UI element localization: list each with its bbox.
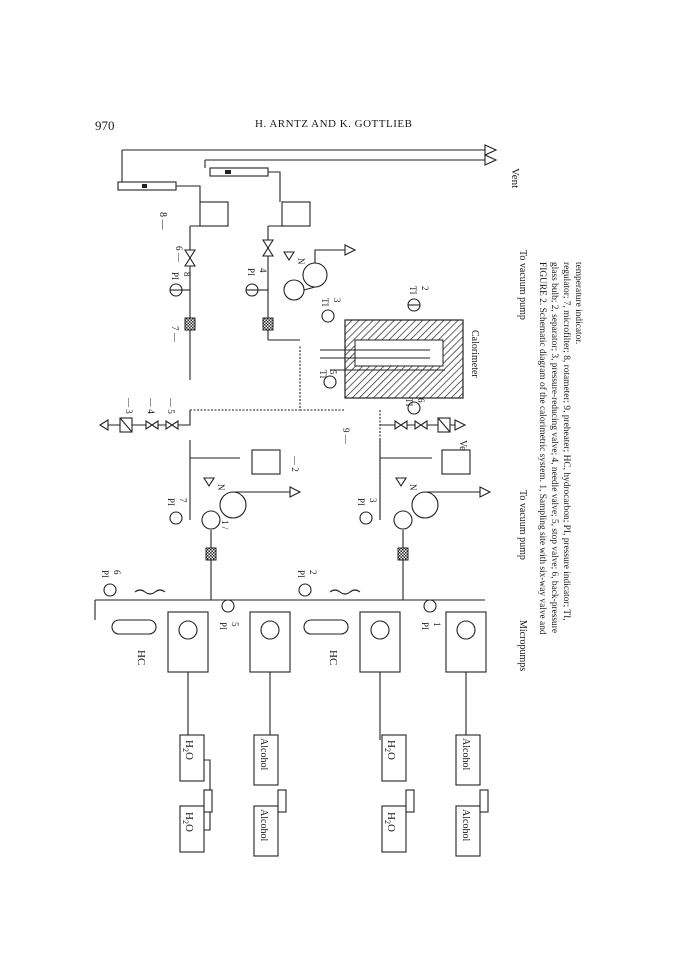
svg-text:H2O: H2O (181, 812, 195, 832)
svg-text:HC: HC (327, 650, 339, 665)
svg-text:8 —: 8 — (157, 212, 168, 231)
svg-text:2: 2 (308, 570, 318, 575)
caption-line-2: glass bulb; 2, separator; 3, pressure-re… (549, 262, 559, 633)
svg-text:7: 7 (178, 498, 188, 503)
pump-group-lower: PI 2 PI 1 HC (290, 570, 487, 740)
rotameter-8-upper: 8 — (117, 181, 229, 231)
svg-text:5: 5 (230, 622, 240, 627)
svg-text:TI: TI (320, 298, 330, 307)
valves-upper: — 3 — 4 — 5 (98, 397, 191, 433)
svg-text:TI: TI (404, 398, 414, 407)
svg-text:7 —: 7 — (170, 326, 180, 343)
svg-text:6 —: 6 — (174, 246, 184, 263)
rotameter-8-lower (209, 167, 311, 227)
svg-text:PI: PI (420, 622, 430, 630)
caption-line-1: FIGURE 2. Schematic diagram of the calor… (537, 262, 548, 635)
svg-text:PI: PI (166, 498, 176, 506)
running-head: H. ARNTZ AND K. GOTTLIEB (255, 118, 413, 130)
svg-text:3: 3 (332, 298, 342, 303)
svg-text:8: 8 (182, 272, 192, 277)
svg-text:— 5: — 5 (166, 397, 176, 414)
svg-text:PI: PI (296, 570, 306, 578)
svg-text:PI: PI (356, 498, 366, 506)
microfilters-lower (205, 530, 409, 600)
svg-text:9 —: 9 — (341, 428, 351, 445)
svg-text:N: N (296, 258, 306, 265)
vacuum-pump-label-lower: To vacuum pump (517, 490, 528, 560)
svg-text:PI: PI (246, 268, 256, 276)
svg-text:TI: TI (318, 370, 328, 379)
pump-group-upper: PI 6 PI 5 HC (94, 570, 291, 740)
caption-line-3: regulator; 7, microfilter; 8, rotameter;… (561, 262, 572, 621)
svg-text:PI: PI (100, 570, 110, 578)
vent-lines: Vent (121, 144, 521, 188)
sampling-site-upper: — 2 N PI 7 1 / (166, 440, 302, 530)
svg-text:1: 1 (432, 622, 442, 627)
svg-text:Alcohol: Alcohol (460, 738, 471, 770)
page-number: 970 (95, 118, 115, 133)
figure-caption: FIGURE 2. Schematic diagram of the calor… (537, 262, 583, 635)
svg-text:Alcohol: Alcohol (460, 809, 471, 841)
calorimeter: Calorimeter TI 2 TI 3 TI 5 TI 6 (318, 286, 480, 415)
svg-text:Alcohol: Alcohol (258, 809, 269, 841)
svg-text:H2O: H2O (383, 812, 397, 832)
svg-text:N: N (408, 484, 418, 491)
svg-text:H2O: H2O (181, 740, 195, 760)
reservoirs: H2O H2O Alcohol Alcohol H2O H2O Alcohol … (179, 734, 489, 857)
vacuum-pump-label-upper: To vacuum pump (517, 250, 528, 320)
svg-text:1 /: 1 / (220, 520, 230, 530)
page-header: 970 H. ARNTZ AND K. GOTTLIEB (95, 118, 575, 134)
svg-text:6: 6 (112, 570, 122, 575)
svg-text:N: N (216, 484, 226, 491)
preheater-lines: 9 — (190, 345, 381, 520)
svg-text:PI: PI (218, 622, 228, 630)
sampling-site-lower: N PI 3 (356, 440, 492, 530)
svg-text:— 3: — 3 (124, 397, 134, 414)
caption-line-4: temperature indicator. (573, 262, 583, 344)
micropumps-label: Micropumps (517, 620, 528, 671)
svg-text:HC: HC (135, 650, 147, 665)
vent-label: Vent (509, 168, 521, 188)
svg-text:4: 4 (258, 268, 268, 273)
svg-text:TI: TI (408, 286, 418, 295)
svg-text:H2O: H2O (383, 740, 397, 760)
upper-right-branch: 6 — PI 8 PI 4 7 — N (169, 225, 357, 380)
svg-text:5: 5 (328, 370, 338, 375)
calorimeter-label: Calorimeter (469, 330, 480, 378)
svg-text:PI: PI (170, 272, 180, 280)
svg-text:— 2: — 2 (290, 455, 300, 472)
svg-text:Alcohol: Alcohol (258, 738, 269, 770)
svg-text:6: 6 (416, 398, 426, 403)
svg-text:2: 2 (420, 286, 430, 291)
svg-text:— 4: — 4 (146, 397, 156, 414)
svg-text:3: 3 (368, 498, 378, 503)
